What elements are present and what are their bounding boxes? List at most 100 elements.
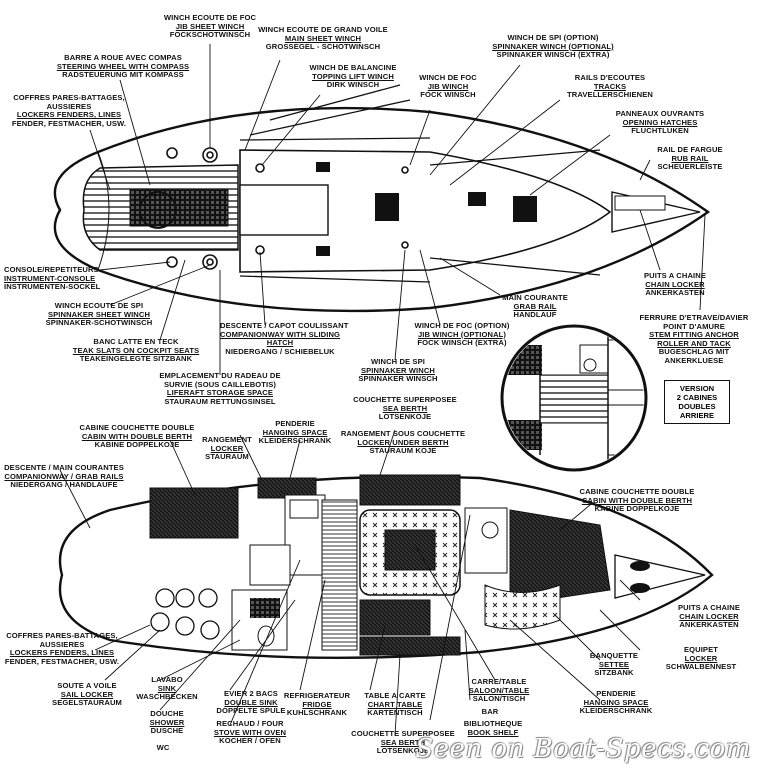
- label-penderie-top: PENDERIE HANGING SPACE KLEIDERSCHRANK: [250, 419, 340, 446]
- label-line: TABLE A CARTE: [364, 691, 426, 700]
- label-line: TRACKS: [593, 81, 627, 91]
- label-line: INSTRUMENTEN-SOCKEL: [4, 282, 101, 292]
- label-winch-foc: WINCH DE FOC JIB WINCH FOCK WINSCH: [408, 73, 488, 100]
- companionway-hatch: [239, 184, 329, 236]
- head-floor: [250, 598, 280, 618]
- label-line: LOCKER UNDER BERTH: [357, 437, 449, 447]
- label-line: WINCH DE FOC (OPTION): [414, 321, 510, 330]
- companionway: [249, 544, 291, 586]
- hatches: [316, 162, 537, 256]
- label-line: HANGING SPACE: [262, 427, 328, 437]
- label-line: CARRE/TABLE: [471, 677, 527, 686]
- label-line: ANKERKLUESE: [664, 355, 724, 365]
- label-coffres-deck: COFFRES PARES-BATTAGES, AUSSIERES LOCKER…: [4, 93, 134, 128]
- label-line: STOVE WITH OVEN: [213, 727, 287, 737]
- label-couchette-superposee-top: COUCHETTE SUPERPOSEE SEA BERTH LOTSENKOJ…: [350, 395, 460, 422]
- saloon-table: [384, 529, 436, 571]
- label-bibliotheque: BIBLIOTHEQUE BOOK SHELF: [448, 719, 538, 737]
- label-line: WINCH ECOUTE DE FOC: [163, 13, 257, 22]
- label-line: SPINNAKER WINCH: [360, 365, 436, 375]
- label-line: SOUTE A VOILE: [57, 681, 117, 690]
- label-line: OPENING HATCHES: [622, 117, 698, 127]
- deck-plan: [53, 44, 711, 375]
- coachroof: [239, 149, 612, 273]
- label-line: TRAVELLERSCHIENEN: [567, 90, 653, 100]
- label-line: DIRK WINSCH: [326, 80, 380, 90]
- label-line: RUB RAIL: [671, 153, 709, 163]
- tracks: [239, 84, 601, 283]
- label-line: SAIL LOCKER: [60, 689, 114, 699]
- version-line: VERSION: [679, 384, 715, 393]
- label-line: ROLLER AND TACK: [657, 338, 731, 348]
- label-winch-foc-option: WINCH DE FOC (OPTION) JIB WINCH (OPTIONA…: [402, 321, 522, 348]
- label-line: POINT D'AMURE: [663, 321, 725, 331]
- label-line: AUSSIERES: [46, 101, 92, 111]
- label-line: STEERING WHEEL WITH COMPASS: [56, 61, 190, 71]
- label-line: JIB WINCH: [427, 81, 469, 91]
- label-line: MAIN SHEET WINCH: [284, 33, 362, 43]
- label-line: CHAIN LOCKER: [679, 611, 739, 621]
- label-line: CONSOLE/REPETITEURS: [4, 265, 99, 274]
- label-line: PENDERIE: [275, 419, 315, 428]
- label-line: STAURAUM KOJE: [369, 446, 437, 456]
- label-line: RANGEMENT: [202, 435, 252, 444]
- label-descente-main-courantes: DESCENTE / MAIN COURANTES COMPANIONWAY /…: [2, 463, 126, 490]
- label-couchette-superposee-bottom: COUCHETTE SUPERPOSEE SEA BERTH LOTSENKOJ…: [348, 729, 458, 756]
- label-line: CABIN WITH DOUBLE BERTH: [581, 495, 693, 505]
- label-line: SPINNAKER WINSCH (EXTRA): [496, 50, 610, 60]
- label-winch-ecoute-spi: WINCH ECOUTE DE SPI SPINNAKER SHEET WINC…: [34, 301, 164, 328]
- label-line: LOTSENKOJE: [378, 412, 432, 422]
- chain-locker-lid: [614, 195, 666, 211]
- label-line: KLEIDERSCHRANK: [258, 436, 332, 446]
- label-line: FERRURE D'ETRAVE/DAVIER: [639, 313, 749, 322]
- label-line: PUITS A CHAINE: [643, 271, 706, 280]
- label-ferrure-etrave: FERRURE D'ETRAVE/DAVIER POINT D'AMURE ST…: [632, 313, 756, 366]
- label-line: COMPANIONWAY WITH SLIDING: [220, 329, 341, 339]
- label-line: CHART TABLE: [367, 699, 423, 709]
- label-line: HANDLAUF: [513, 310, 557, 320]
- label-line: EVIER 2 BACS: [224, 689, 278, 698]
- label-banc-latte: BANC LATTE EN TECK TEAK SLATS ON COCKPIT…: [66, 337, 206, 364]
- label-line: CABINE COUCHETTE DOUBLE: [579, 487, 695, 496]
- label-line: KABINE DOPPELKOJE: [94, 440, 180, 450]
- label-line: COMPANIONWAY / GRAB RAILS: [4, 471, 124, 481]
- interior-leaders: [59, 429, 641, 736]
- label-puits-chaine-int: PUITS A CHAINE CHAIN LOCKER ANKERKASTEN: [664, 603, 754, 630]
- label-line: WC: [156, 743, 170, 752]
- label-main-courante: MAIN COURANTE GRAB RAIL HANDLAUF: [490, 293, 580, 320]
- label-penderie-bottom: PENDERIE HANGING SPACE KLEIDERSCHRANK: [566, 689, 666, 716]
- label-line: SALOON/TABLE: [468, 685, 530, 695]
- saloon-settee-top: [359, 474, 461, 506]
- label-line: STAURAUM: [205, 452, 249, 462]
- label-line: HATCH: [266, 338, 294, 348]
- watermark: Seen on Boat-Specs.com: [415, 734, 751, 764]
- label-line: SETTEE: [598, 659, 630, 669]
- label-rechaud: RECHAUD / FOUR STOVE WITH OVEN KOCHER / …: [200, 719, 300, 746]
- label-line: PUITS A CHAINE: [677, 603, 740, 612]
- label-line: WINCH ECOUTE DE GRAND VOILE: [258, 25, 388, 34]
- label-line: FOCK WINSCH: [420, 90, 476, 100]
- label-line: TEAKEINGELEGTE SITZBANK: [79, 354, 193, 364]
- label-bar: BAR: [470, 707, 510, 717]
- bar: [464, 507, 508, 574]
- label-line: DUSCHE: [150, 726, 184, 736]
- interior-plan: [58, 429, 714, 736]
- label-line: CABINE COUCHETTE DOUBLE: [79, 423, 195, 432]
- label-line: CABIN WITH DOUBLE BERTH: [81, 431, 193, 441]
- label-line: LOCKERS FENDERS, LINES: [9, 648, 115, 658]
- label-line: FENDER, FESTMACHER, USW.: [11, 118, 127, 128]
- label-line: ANKERKASTEN: [679, 620, 739, 630]
- version-line: 2 CABINES: [676, 393, 718, 402]
- label-line: DESCENTE / MAIN COURANTES: [4, 463, 124, 472]
- label-cabine-double-fwd: CABINE COUCHETTE DOUBLE CABIN WITH DOUBL…: [572, 487, 702, 514]
- label-line: WINCH DE SPI: [371, 357, 425, 366]
- label-line: KOCHER / OFEN: [219, 736, 281, 746]
- label-line: DOPPELTE SPULE: [216, 706, 286, 716]
- label-line: RAIL DE FARGUE: [657, 145, 723, 154]
- aft-berth-port: [149, 487, 239, 539]
- label-line: SINK: [157, 683, 177, 693]
- label-line: STAURAUM RETTUNGSINSEL: [164, 396, 276, 406]
- label-line: DOUCHE: [150, 709, 184, 718]
- version-inset: [500, 324, 648, 472]
